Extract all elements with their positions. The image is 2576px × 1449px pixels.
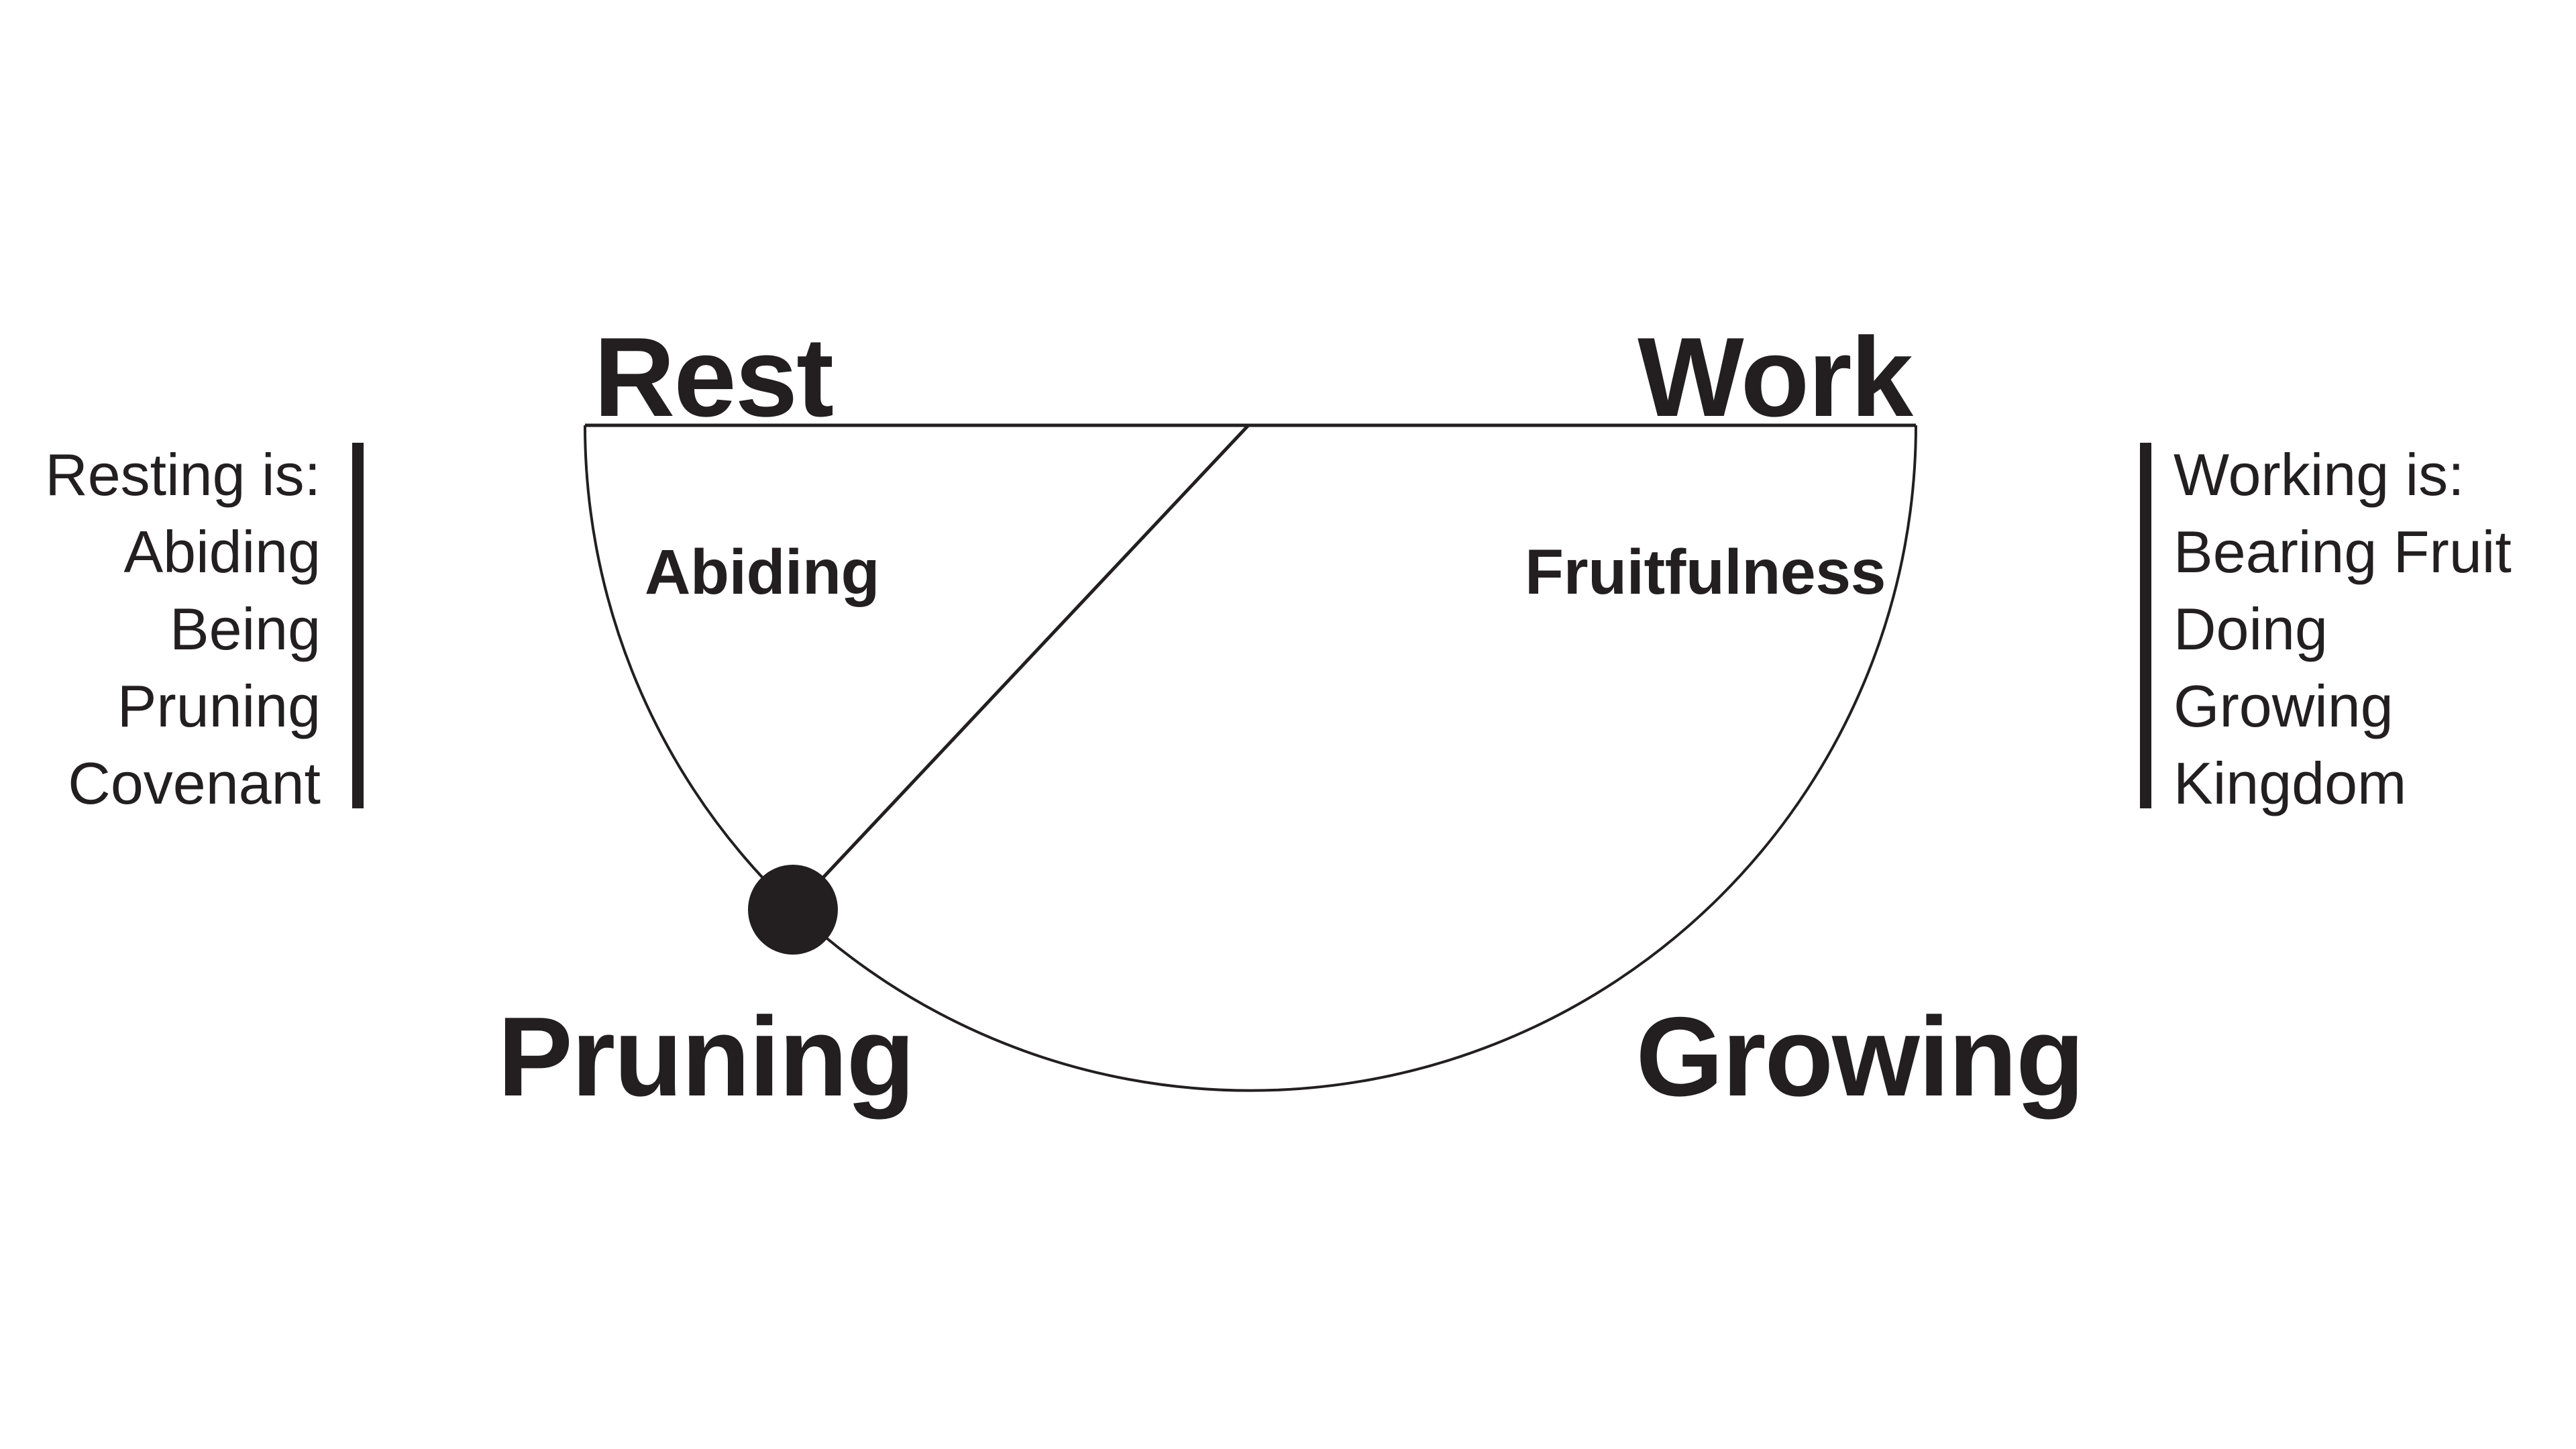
working-list: Working is: Bearing Fruit Doing Growing …	[2174, 436, 2512, 822]
resting-list-item: Abiding	[123, 518, 321, 585]
fruitfulness-region-label: Fruitfulness	[1525, 536, 1886, 608]
pruning-label: Pruning	[497, 994, 916, 1120]
working-list-item: Kingdom	[2174, 750, 2407, 816]
rest-label: Rest	[594, 314, 834, 440]
resting-list-title: Resting is:	[45, 441, 321, 508]
working-list-title: Working is:	[2174, 441, 2465, 508]
semicircle-arc	[584, 425, 1917, 1092]
growing-label: Growing	[1635, 994, 2084, 1120]
left-vertical-rule	[352, 443, 364, 808]
work-label: Work	[1638, 314, 1913, 440]
right-vertical-rule	[2140, 443, 2151, 808]
resting-list-item: Pruning	[117, 672, 321, 739]
working-list-item: Doing	[2174, 595, 2328, 662]
resting-list: Resting is: Abiding Being Pruning Covena…	[45, 436, 321, 822]
abiding-region-label: Abiding	[644, 536, 880, 608]
pivot-dot-icon	[748, 865, 838, 955]
working-list-item: Bearing Fruit	[2174, 518, 2512, 585]
working-list-item: Growing	[2174, 672, 2394, 739]
resting-list-item: Covenant	[68, 750, 321, 816]
resting-list-item: Being	[169, 595, 321, 662]
divider-line	[792, 425, 1249, 911]
